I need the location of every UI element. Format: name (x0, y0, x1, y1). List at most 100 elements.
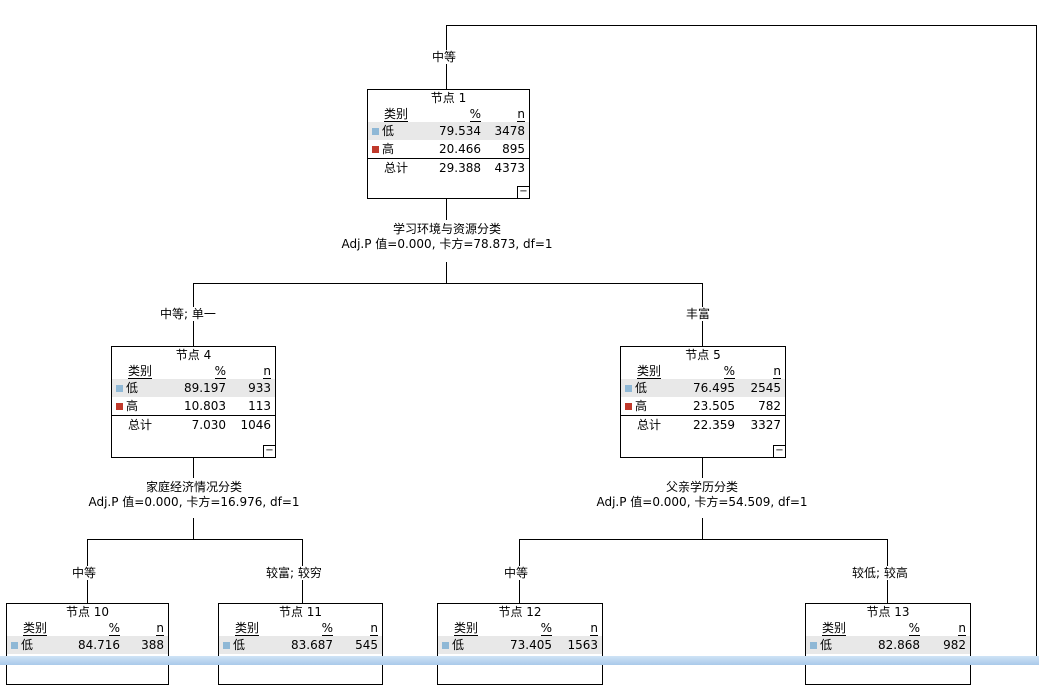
count-value: 2545 (739, 379, 785, 397)
total-count: 4373 (494, 161, 525, 175)
header-percent: % (723, 364, 735, 379)
horizontal-scrollbar[interactable] (0, 656, 1039, 665)
category-label: 低 (233, 638, 246, 652)
header-n: n (773, 364, 781, 379)
total-count: 3327 (750, 418, 781, 432)
category-label: 低 (126, 381, 139, 395)
percent-value: 79.534 (423, 122, 485, 140)
split-stats: Adj.P 值=0.000, 卡方=78.873, df=1 (341, 237, 553, 251)
total-percent: 29.388 (439, 161, 481, 175)
category-label: 高 (382, 142, 395, 156)
high-category-swatch (116, 403, 123, 410)
minus-collapse-icon[interactable]: − (263, 445, 276, 458)
node-title: 节点 12 (498, 605, 542, 619)
header-percent: % (469, 107, 481, 122)
percent-value: 76.495 (679, 379, 739, 397)
edge-label-node13: 较低; 较高 (850, 566, 910, 580)
category-label: 高 (635, 399, 648, 413)
node-title: 节点 11 (278, 605, 323, 619)
header-category: 类别 (637, 364, 662, 379)
total-label: 总计 (637, 418, 662, 432)
percent-value: 83.687 (277, 636, 337, 654)
header-percent: % (108, 621, 120, 636)
header-percent: % (908, 621, 920, 636)
header-category: 类别 (822, 621, 847, 636)
node-title: 节点 1 (430, 91, 467, 105)
edge-label-node4: 中等; 单一 (158, 307, 218, 321)
header-n: n (156, 621, 164, 636)
total-label: 总计 (384, 161, 409, 175)
count-value: 545 (337, 636, 382, 654)
edge-label-node10: 中等 (70, 566, 99, 580)
percent-value: 20.466 (423, 140, 485, 159)
percent-value: 82.868 (864, 636, 924, 654)
header-percent: % (540, 621, 552, 636)
percent-value: 73.405 (496, 636, 556, 654)
count-value: 782 (739, 397, 785, 416)
header-n: n (263, 364, 271, 379)
percent-value: 10.803 (170, 397, 230, 416)
category-label: 低 (452, 638, 465, 652)
category-label: 低 (21, 638, 34, 652)
percent-value: 89.197 (170, 379, 230, 397)
split-stats: Adj.P 值=0.000, 卡方=16.976, df=1 (88, 495, 300, 509)
minus-collapse-icon[interactable]: − (773, 445, 786, 458)
low-category-swatch (223, 642, 230, 649)
header-n: n (958, 621, 966, 636)
header-category: 类别 (235, 621, 260, 636)
total-percent: 7.030 (191, 418, 226, 432)
count-value: 895 (485, 140, 529, 159)
node-title: 节点 10 (65, 605, 110, 619)
percent-value: 84.716 (62, 636, 124, 654)
category-label: 低 (635, 381, 648, 395)
low-category-swatch (11, 642, 18, 649)
count-value: 388 (124, 636, 168, 654)
header-n: n (517, 107, 525, 122)
count-value: 982 (924, 636, 970, 654)
low-category-swatch (625, 385, 632, 392)
count-value: 113 (230, 397, 275, 416)
category-label: 高 (126, 399, 139, 413)
edge-label-node5: 丰富 (684, 307, 713, 321)
header-category: 类别 (128, 364, 153, 379)
split-node1: 学习环境与资源分类 Adj.P 值=0.000, 卡方=78.873, df=1 (296, 222, 598, 252)
header-percent: % (321, 621, 333, 636)
category-label: 低 (820, 638, 833, 652)
node-title: 节点 5 (685, 348, 721, 362)
split-variable: 父亲学历分类 (665, 480, 738, 494)
low-category-swatch (116, 385, 123, 392)
split-node5: 父亲学历分类 Adj.P 值=0.000, 卡方=54.509, df=1 (552, 480, 852, 510)
split-variable: 家庭经济情况分类 (145, 480, 242, 494)
count-value: 933 (230, 379, 275, 397)
percent-value: 23.505 (679, 397, 739, 416)
header-category: 类别 (454, 621, 479, 636)
minus-collapse-icon[interactable]: − (517, 186, 530, 199)
header-n: n (370, 621, 378, 636)
high-category-swatch (625, 403, 632, 410)
edge-label-node1: 中等 (430, 50, 459, 64)
header-n: n (590, 621, 598, 636)
category-label: 低 (382, 124, 395, 138)
split-variable: 学习环境与资源分类 (392, 222, 501, 236)
count-value: 3478 (485, 122, 529, 140)
total-count: 1046 (240, 418, 271, 432)
header-category: 类别 (384, 107, 409, 122)
split-node4: 家庭经济情况分类 Adj.P 值=0.000, 卡方=16.976, df=1 (44, 480, 344, 510)
total-label: 总计 (128, 418, 153, 432)
high-category-swatch (372, 146, 379, 153)
low-category-swatch (810, 642, 817, 649)
split-stats: Adj.P 值=0.000, 卡方=54.509, df=1 (596, 495, 808, 509)
header-percent: % (214, 364, 226, 379)
